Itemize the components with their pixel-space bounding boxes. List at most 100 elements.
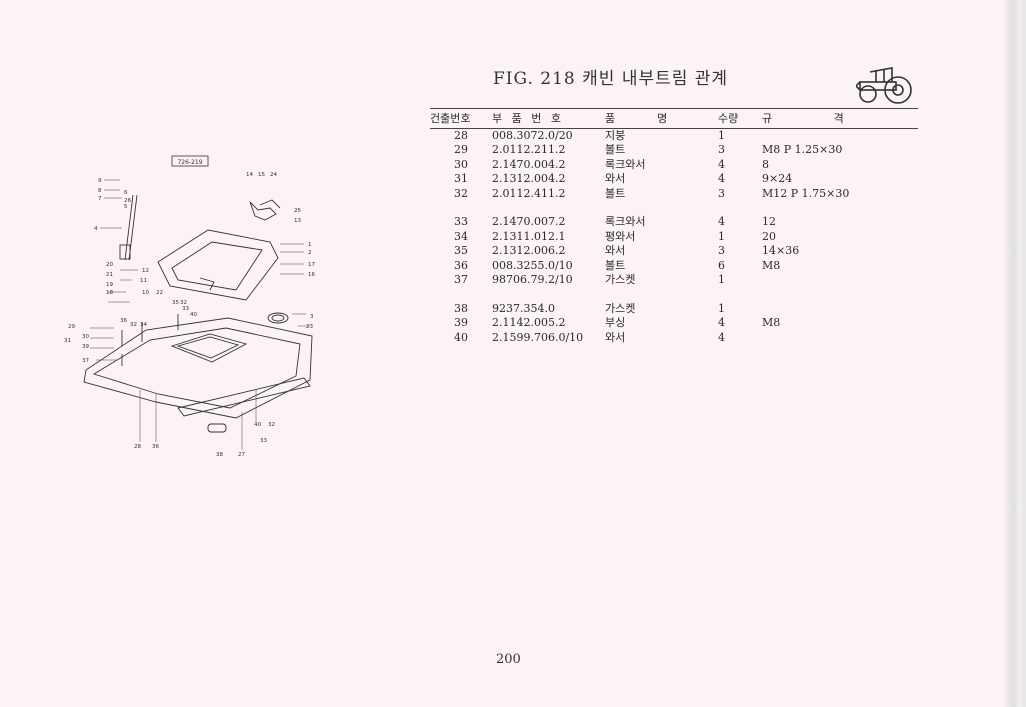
cell-quantity: 4	[718, 172, 725, 186]
tractor-icon	[856, 67, 912, 104]
page-number: 200	[496, 652, 521, 667]
cell-part-number: 9237.354.0	[492, 301, 555, 315]
cell-part-name: 와서	[605, 172, 626, 186]
cell-item-no: 29	[454, 143, 468, 157]
cell-quantity: 3	[718, 244, 725, 258]
diagram-ref-box	[171, 155, 209, 167]
cell-specification: M8 P 1.25×30	[762, 143, 843, 157]
cell-quantity: 3	[718, 186, 725, 200]
cell-part-name: 와서	[605, 244, 626, 258]
cell-quantity: 1	[718, 229, 725, 243]
diagram-callout: 25	[294, 208, 301, 214]
cell-specification: 12	[762, 215, 776, 229]
diagram-callout: 18	[106, 290, 113, 296]
diagram-callout: 32	[180, 300, 187, 306]
diagram-callout: 36	[120, 318, 127, 324]
header-specification: 규 격	[762, 108, 918, 129]
cell-quantity: 3	[718, 143, 725, 157]
cell-part-name: 지붕	[605, 129, 626, 142]
cell-specification	[762, 302, 918, 316]
diagram-callout: 11	[140, 278, 147, 284]
diagram-callout: 40	[254, 422, 261, 428]
diagram-callout: 15	[258, 172, 265, 178]
cell-part-number: 98706.79.2/10	[492, 273, 573, 287]
cell-part-number: 2.1142.005.2	[492, 316, 566, 330]
header-part-number: 부 품 번 호	[492, 108, 605, 129]
cell-specification: 9×24	[762, 172, 793, 186]
diagram-callout: 22	[156, 290, 163, 296]
callout-leaders	[90, 179, 310, 450]
cell-part-name: 가스켓	[605, 301, 636, 315]
cell-item-no: 33	[454, 215, 468, 229]
cell-quantity: 4	[718, 330, 725, 344]
cell-part-name: 와서	[605, 330, 626, 344]
parts-table: 건출번호 부 품 번 호 품 명 수량 규 격 28 008.3072.0/20 지…	[430, 108, 918, 345]
cell-part-name: 가스켓	[605, 273, 636, 287]
cell-specification: M12 P 1.75×30	[762, 186, 850, 200]
cabin-parts-drawing	[83, 194, 313, 433]
diagram-callout: 1	[308, 242, 312, 248]
diagram-callout: 17	[308, 262, 315, 268]
diagram-callout: 31	[64, 338, 71, 344]
table-row: 33 2.1470.007.2 록크와서 4 12	[430, 215, 918, 229]
cell-item-no: 28	[454, 129, 468, 142]
cell-part-name: 볼트	[605, 186, 626, 200]
cell-specification	[762, 273, 918, 287]
table-header-row: 건출번호 부 품 번 호 품 명 수량 규 격	[430, 108, 918, 129]
diagram-callout: 19	[106, 282, 113, 288]
diagram-callout: 32	[130, 322, 137, 328]
cabin-trim-diagram: 726-219	[64, 155, 315, 458]
cell-part-number: 2.1470.004.2	[492, 157, 566, 171]
cell-specification: 8	[762, 157, 769, 171]
diagram-ref-code: 726-219	[177, 159, 202, 166]
diagram-callout: 30	[82, 334, 89, 340]
cell-item-no: 34	[454, 229, 468, 243]
header-part-name: 품 명	[605, 108, 718, 129]
diagram-callout: 38	[216, 452, 223, 458]
cell-part-number: 2.1470.007.2	[492, 215, 566, 229]
header-quantity: 수량	[718, 108, 762, 129]
cell-item-no: 39	[454, 316, 468, 330]
table-body: 28 008.3072.0/20 지붕 1 29 2.0112.211.2 볼트 3 M8 P …	[430, 129, 918, 346]
cell-quantity: 1	[718, 301, 725, 315]
cell-part-name: 록크와서	[605, 215, 646, 229]
page-edge-shadow	[1004, 0, 1026, 707]
diagram-callout: 13	[294, 218, 301, 224]
cell-part-number: 2.1312.006.2	[492, 244, 566, 258]
diagram-callout: 4	[94, 226, 98, 232]
cell-part-name: 록크와서	[605, 157, 646, 171]
cell-part-number: 008.3255.0/10	[492, 258, 573, 272]
cell-part-number: 2.1311.012.1	[492, 229, 566, 243]
cell-specification	[762, 331, 918, 345]
diagram-callout: 3	[310, 314, 314, 320]
diagram-callout: 34	[140, 322, 147, 328]
diagram-callout: 40	[190, 312, 197, 318]
cell-quantity: 4	[718, 215, 725, 229]
cell-item-no: 40	[454, 330, 468, 344]
cell-item-no: 35	[454, 244, 468, 258]
diagram-callout: 24	[270, 172, 277, 178]
cell-part-number: 008.3072.0/20	[492, 129, 573, 142]
diagram-callout: 21	[106, 272, 113, 278]
row-spacer	[430, 201, 918, 215]
diagram-callout: 36	[152, 444, 159, 450]
cell-item-no: 32	[454, 186, 468, 200]
cell-item-no: 30	[454, 157, 468, 171]
diagram-callout: 26	[124, 198, 131, 204]
cell-item-no: 36	[454, 258, 468, 272]
diagram-callout: 37	[82, 358, 89, 364]
cell-part-number: 2.0112.211.2	[492, 143, 566, 157]
diagram-callout: 27	[238, 452, 245, 458]
cell-specification: 20	[762, 229, 776, 243]
